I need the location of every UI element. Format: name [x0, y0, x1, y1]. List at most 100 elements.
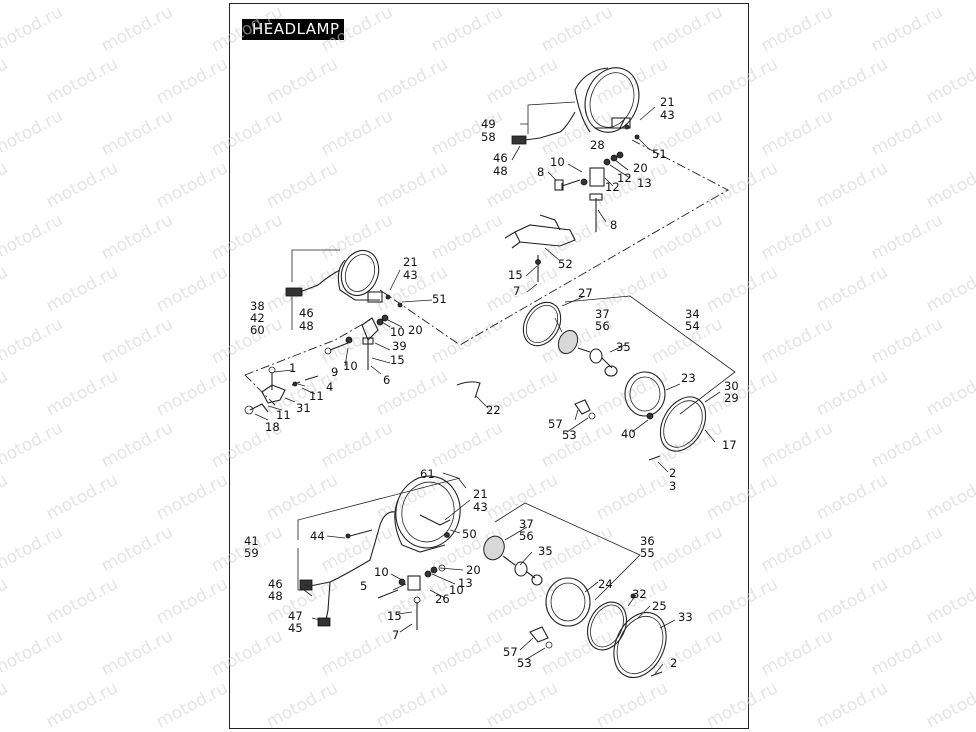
callout-48: 48 — [268, 589, 283, 603]
watermark-text: motod.ru — [923, 158, 976, 212]
watermark-text: motod.ru — [318, 418, 396, 472]
callout-11: 11 — [276, 408, 291, 422]
watermark-text: motod.ru — [153, 262, 231, 316]
callout-23: 23 — [681, 371, 696, 385]
callout-56: 56 — [595, 319, 610, 333]
callout-51: 51 — [432, 292, 447, 306]
callout-44: 44 — [310, 529, 325, 543]
watermark-text: motod.ru — [758, 418, 836, 472]
callout-labels: 49 58 21 43 51 46 48 28 10 8 20 12 13 12… — [244, 95, 739, 670]
watermark-text: motod.ru — [483, 678, 561, 732]
watermark-text: motod.ru — [98, 626, 176, 680]
callout-30: 30 — [724, 379, 739, 393]
watermark-text: motod.ru — [428, 210, 506, 264]
watermark-text: motod.ru — [153, 366, 231, 420]
watermark-text: motod.ru — [813, 574, 891, 628]
watermark-text: motod.ru — [813, 158, 891, 212]
callout-4: 4 — [326, 380, 333, 394]
callout-38: 38 — [250, 299, 265, 313]
watermark-text: motod.ru — [0, 522, 66, 576]
watermark-text: motod.ru — [758, 106, 836, 160]
watermark-text: motod.ru — [0, 262, 11, 316]
top-headlamp-housing — [511, 67, 640, 145]
watermark-text: motod.ru — [0, 678, 11, 732]
callout-48: 48 — [493, 164, 508, 178]
watermark-text: motod.ru — [703, 262, 781, 316]
watermark-text: motod.ru — [758, 314, 836, 368]
bottom-lamp-lens-24 — [545, 577, 591, 627]
watermark-text: motod.ru — [318, 626, 396, 680]
callout-10: 10 — [390, 325, 405, 339]
watermark-text: motod.ru — [703, 158, 781, 212]
leader-dash-top — [459, 139, 729, 346]
watermark-text: motod.ru — [153, 158, 231, 212]
watermark-text: motod.ru — [703, 54, 781, 108]
watermark-text: motod.ru — [868, 418, 946, 472]
watermark-text: motod.ru — [0, 54, 11, 108]
watermark-text: motod.ru — [593, 470, 671, 524]
callout-43: 43 — [660, 108, 675, 122]
bottom-trim-ring-32 — [587, 601, 627, 651]
bottom-mount-hardware — [377, 564, 446, 630]
callout-31: 31 — [296, 401, 311, 415]
watermark-text: motod.ru — [98, 210, 176, 264]
watermark-text: motod.ru — [98, 106, 176, 160]
watermark-text: motod.ru — [43, 678, 121, 732]
callout-10: 10 — [550, 155, 565, 169]
callout-3: 3 — [669, 479, 676, 493]
watermark-text: motod.ru — [153, 54, 231, 108]
top-bracket — [504, 214, 576, 282]
callout-9: 9 — [331, 365, 338, 379]
watermark-text: motod.ru — [703, 678, 781, 732]
watermark-text: motod.ru — [923, 0, 976, 4]
callout-34: 34 — [685, 307, 700, 321]
callout-52: 52 — [558, 257, 573, 271]
mid-bulb-socket — [557, 329, 618, 377]
callout-42: 42 — [250, 311, 265, 325]
callout-45: 45 — [288, 621, 303, 635]
watermark-text: motod.ru — [0, 210, 66, 264]
callout-33: 33 — [678, 610, 693, 624]
callout-61: 61 — [420, 467, 435, 481]
watermark-text: motod.ru — [923, 574, 976, 628]
bracket-line-34 — [564, 295, 736, 415]
callout-20: 20 — [466, 563, 481, 577]
watermark-text: motod.ru — [868, 210, 946, 264]
bottom-bulb-socket — [483, 535, 543, 586]
callout-35: 35 — [616, 340, 631, 354]
bottom-headlamp-housing — [394, 475, 461, 553]
watermark-text: motod.ru — [758, 522, 836, 576]
watermark-text: motod.ru — [483, 54, 561, 108]
callout-37: 37 — [519, 517, 534, 531]
callout-21: 21 — [473, 487, 488, 501]
callout-41: 41 — [244, 534, 259, 548]
watermark-text: motod.ru — [153, 678, 231, 732]
callout-8: 8 — [610, 218, 617, 232]
callout-57: 57 — [503, 645, 518, 659]
mid-mount-hardware — [324, 314, 389, 370]
bracket-line-36 — [494, 502, 641, 601]
watermark-text: motod.ru — [373, 54, 451, 108]
watermark-text: motod.ru — [813, 366, 891, 420]
watermark-text: motod.ru — [813, 262, 891, 316]
watermark-text: motod.ru — [703, 574, 781, 628]
watermark-text: motod.ru — [868, 522, 946, 576]
callout-56: 56 — [519, 529, 534, 543]
watermark-text: motod.ru — [648, 2, 726, 56]
callout-20: 20 — [408, 323, 423, 337]
watermark-text: motod.ru — [208, 210, 286, 264]
watermark-text: motod.ru — [923, 470, 976, 524]
callout-10: 10 — [374, 565, 389, 579]
callout-57: 57 — [548, 417, 563, 431]
callout-15: 15 — [508, 268, 523, 282]
callout-59: 59 — [244, 546, 259, 560]
callout-43: 43 — [473, 500, 488, 514]
callout-12: 12 — [605, 180, 620, 194]
callout-48: 48 — [299, 319, 314, 333]
callout-53: 53 — [517, 656, 532, 670]
watermark-text: motod.ru — [0, 2, 66, 56]
mid-lamp-lens-23 — [624, 371, 666, 420]
watermark-text: motod.ru — [0, 626, 66, 680]
watermark-text: motod.ru — [263, 158, 341, 212]
mid-small-parts — [456, 381, 661, 461]
